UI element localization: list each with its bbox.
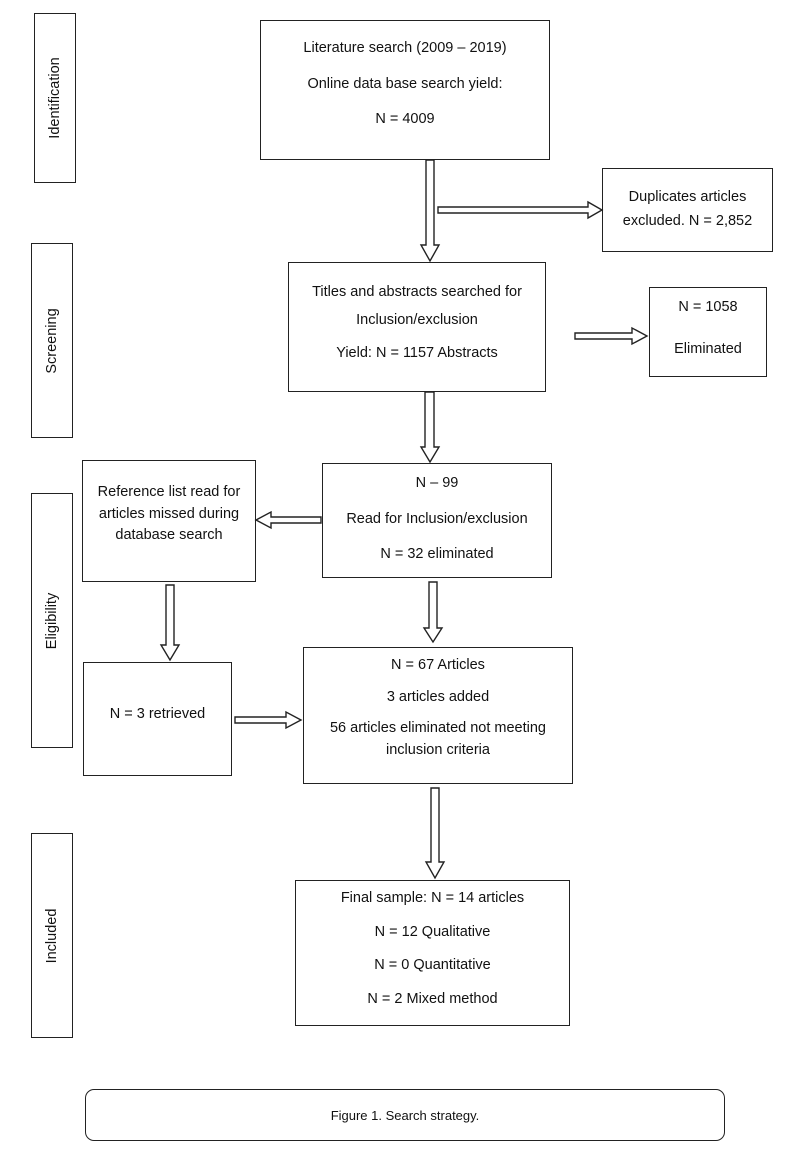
arrow-articles-67-to-final: [424, 787, 446, 880]
read-line-2: Read for Inclusion/exclusion: [346, 510, 528, 527]
duplicates-box: Duplicates articles excluded. N = 2,852: [602, 168, 773, 252]
reference-box: Reference list read for articles missed …: [82, 460, 256, 582]
final-sample-box: Final sample: N = 14 articles N = 12 Qua…: [295, 880, 570, 1026]
reference-line-3: database search: [115, 527, 223, 544]
stage-identification-label: Identification: [47, 57, 63, 139]
figure-caption-text: Figure 1. Search strategy.: [330, 1107, 480, 1123]
search-line-3: N = 4009: [375, 111, 435, 128]
screening-line-1: Titles and abstracts searched for: [312, 284, 522, 300]
arrow-retrieved-to-articles-67: [234, 710, 303, 730]
eliminated-1058-line-1: N = 1058: [678, 299, 738, 315]
arrow-to-eliminated-1058: [574, 326, 649, 346]
duplicates-line-1: Duplicates articles: [628, 189, 747, 206]
final-line-2: N = 12 Qualitative: [374, 923, 491, 940]
read-line-1: N – 99: [415, 475, 459, 491]
search-line-2: Online data base search yield:: [307, 75, 503, 92]
screening-line-3: Yield: N = 1157 Abstracts: [336, 345, 498, 362]
arrow-read-to-articles-67: [422, 581, 444, 644]
read-box: N – 99 Read for Inclusion/exclusion N = …: [322, 463, 552, 578]
screening-line-2: Inclusion/exclusion: [356, 311, 478, 328]
arrow-read-to-reference: [254, 510, 322, 530]
figure-caption: Figure 1. Search strategy.: [85, 1089, 725, 1141]
arrow-reference-to-retrieved: [159, 584, 181, 662]
final-line-4: N = 2 Mixed method: [367, 990, 498, 1007]
articles-67-line-1: N = 67 Articles: [391, 657, 485, 673]
stage-eligibility: Eligibility: [31, 493, 73, 748]
search-line-1: Literature search (2009 – 2019): [303, 40, 507, 56]
reference-line-2: articles missed during: [98, 505, 240, 522]
eliminated-1058-line-2: Eliminated: [674, 340, 742, 357]
search-box: Literature search (2009 – 2019) Online d…: [260, 20, 550, 160]
stage-included-label: Included: [44, 908, 60, 963]
reference-line-1: Reference list read for: [97, 484, 241, 500]
articles-67-line-2: 3 articles added: [386, 688, 490, 705]
eliminated-1058-box: N = 1058 Eliminated: [649, 287, 767, 377]
arrow-to-duplicates: [437, 200, 604, 220]
stage-included: Included: [31, 833, 73, 1038]
arrow-search-to-screening: [419, 159, 441, 263]
final-line-1: Final sample: N = 14 articles: [340, 890, 525, 906]
articles-67-line-3: 56 articles eliminated not meeting: [329, 720, 546, 737]
stage-eligibility-label: Eligibility: [44, 592, 60, 649]
retrieved-line-1: N = 3 retrieved: [109, 706, 206, 723]
articles-67-box: N = 67 Articles 3 articles added 56 arti…: [303, 647, 573, 784]
duplicates-line-2: excluded. N = 2,852: [622, 213, 753, 229]
screening-box: Titles and abstracts searched for Inclus…: [288, 262, 546, 392]
stage-screening: Screening: [31, 243, 73, 438]
read-line-3: N = 32 eliminated: [380, 546, 494, 563]
stage-identification: Identification: [34, 13, 76, 183]
articles-67-line-4: inclusion criteria: [386, 741, 490, 758]
final-line-3: N = 0 Quantitative: [374, 957, 491, 974]
arrow-screening-to-read: [419, 391, 441, 464]
retrieved-box: N = 3 retrieved: [83, 662, 232, 776]
stage-screening-label: Screening: [44, 307, 60, 374]
